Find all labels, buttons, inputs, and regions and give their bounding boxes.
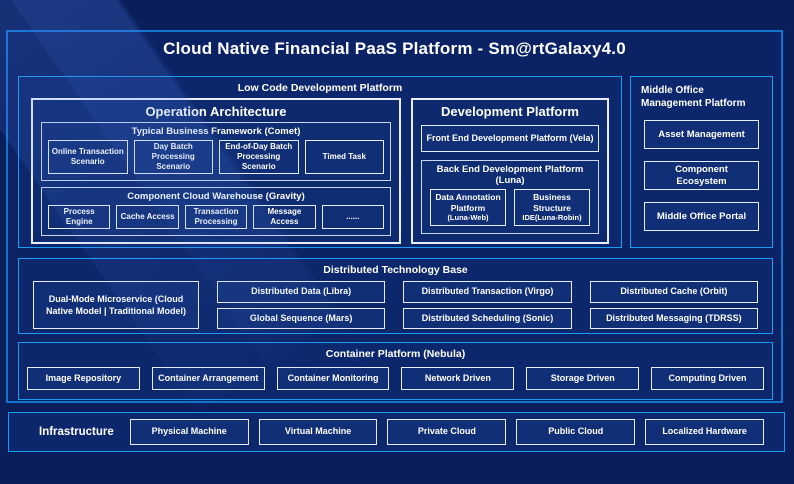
top-row: Low Code Development Platform Operation …: [18, 76, 773, 248]
front-end-development-platform-box: Front End Development Platform (Vela): [421, 125, 599, 152]
typical-business-framework-box: Typical Business Framework (Comet) Onlin…: [41, 122, 391, 181]
business-structure-ide-box: Business Structure IDE(Luna-Robin): [514, 189, 590, 226]
online-transaction-scenario-box: Online Transaction Scenario: [48, 140, 128, 174]
asset-management-box: Asset Management: [644, 120, 759, 149]
low-code-inner-row: Operation Architecture Typical Business …: [19, 94, 621, 254]
container-platform-panel: Container Platform (Nebula) Image Reposi…: [18, 342, 773, 400]
storage-driven-box: Storage Driven: [526, 367, 640, 390]
infrastructure-panel: Infrastructure Physical Machine Virtual …: [8, 412, 785, 452]
infrastructure-items-row: Physical Machine Virtual Machine Private…: [129, 419, 764, 445]
back-end-development-platform-box: Back End Development Platform (Luna) Dat…: [421, 160, 599, 234]
virtual-machine-box: Virtual Machine: [258, 419, 378, 445]
day-batch-processing-scenario-box: Day Batch Processing Scenario: [133, 140, 213, 174]
development-platform-box: Development Platform Front End Developme…: [411, 98, 609, 244]
public-cloud-box: Public Cloud: [516, 419, 636, 445]
gravity-items-row: Process Engine Cache Access Transaction …: [48, 205, 385, 229]
typical-business-framework-title: Typical Business Framework (Comet): [131, 126, 301, 137]
distributed-technology-base-panel: Distributed Technology Base Dual-Mode Mi…: [18, 258, 773, 334]
component-ecosystem-box: Component Ecosystem: [644, 161, 759, 190]
component-cloud-warehouse-title: Component Cloud Warehouse (Gravity): [127, 191, 305, 202]
distributed-transaction-box: Distributed Transaction (Virgo): [403, 281, 572, 303]
private-cloud-box: Private Cloud: [387, 419, 507, 445]
data-annotation-platform-sublabel: (Luna-Web): [447, 213, 489, 223]
timed-task-box: Timed Task: [304, 140, 384, 174]
process-engine-box: Process Engine: [48, 205, 111, 229]
distributed-scheduling-box: Distributed Scheduling (Sonic): [403, 307, 572, 329]
more-components-box: ......: [321, 205, 385, 229]
business-structure-ide-sublabel: IDE(Luna-Robin): [522, 213, 582, 223]
operation-architecture-box: Operation Architecture Typical Business …: [31, 98, 401, 244]
comet-items-row: Online Transaction Scenario Day Batch Pr…: [48, 140, 384, 174]
localized-hardware-box: Localized Hardware: [645, 419, 764, 445]
infrastructure-label: Infrastructure: [39, 426, 114, 438]
distributed-messaging-box: Distributed Messaging (TDRSS): [589, 307, 758, 329]
development-platform-title: Development Platform: [441, 104, 579, 119]
middle-office-items: Asset Management Component Ecosystem Mid…: [644, 120, 759, 231]
distributed-data-box: Distributed Data (Libra): [217, 281, 386, 303]
transaction-processing-box: Transaction Processing: [184, 205, 248, 229]
operation-architecture-title: Operation Architecture: [145, 104, 287, 119]
container-platform-items-row: Image Repository Container Arrangement C…: [27, 367, 764, 390]
back-end-development-platform-title: Back End Development Platform (Luna): [436, 164, 584, 186]
container-monitoring-box: Container Monitoring: [276, 367, 390, 390]
cache-access-box: Cache Access: [116, 205, 179, 229]
back-end-items-row: Data Annotation Platform (Luna-Web) Busi…: [430, 189, 590, 226]
network-driven-box: Network Driven: [401, 367, 515, 390]
component-cloud-warehouse-box: Component Cloud Warehouse (Gravity) Proc…: [41, 187, 391, 236]
message-access-box: Message Access: [253, 205, 316, 229]
distributed-content-row: Dual-Mode Microservice (Cloud Native Mod…: [33, 281, 758, 329]
image-repository-box: Image Repository: [27, 367, 140, 390]
global-sequence-box: Global Sequence (Mars): [217, 307, 386, 329]
dual-mode-microservice-box: Dual-Mode Microservice (Cloud Native Mod…: [33, 281, 199, 329]
page-title: Cloud Native Financial PaaS Platform - S…: [163, 39, 626, 58]
distributed-cache-box: Distributed Cache (Orbit): [589, 281, 758, 303]
platform-frame: Cloud Native Financial PaaS Platform - S…: [6, 30, 783, 403]
data-annotation-platform-label: Data Annotation Platform: [435, 192, 501, 213]
container-arrangement-box: Container Arrangement: [151, 367, 265, 390]
middle-office-portal-box: Middle Office Portal: [644, 202, 759, 231]
low-code-development-platform-panel: Low Code Development Platform Operation …: [18, 76, 622, 248]
distributed-technology-base-title: Distributed Technology Base: [323, 264, 468, 276]
distributed-items-grid: Distributed Data (Libra) Distributed Tra…: [217, 281, 758, 329]
physical-machine-box: Physical Machine: [129, 419, 249, 445]
data-annotation-platform-box: Data Annotation Platform (Luna-Web): [430, 189, 506, 226]
middle-office-management-title: Middle Office Management Platform: [641, 85, 746, 109]
container-platform-title: Container Platform (Nebula): [325, 348, 466, 360]
low-code-platform-title: Low Code Development Platform: [237, 82, 403, 94]
end-of-day-batch-processing-scenario-box: End-of-Day Batch Processing Scenario: [219, 140, 299, 174]
computing-driven-box: Computing Driven: [651, 367, 764, 390]
middle-office-management-panel: Middle Office Management Platform Asset …: [630, 76, 773, 248]
business-structure-ide-label: Business Structure: [533, 192, 571, 213]
